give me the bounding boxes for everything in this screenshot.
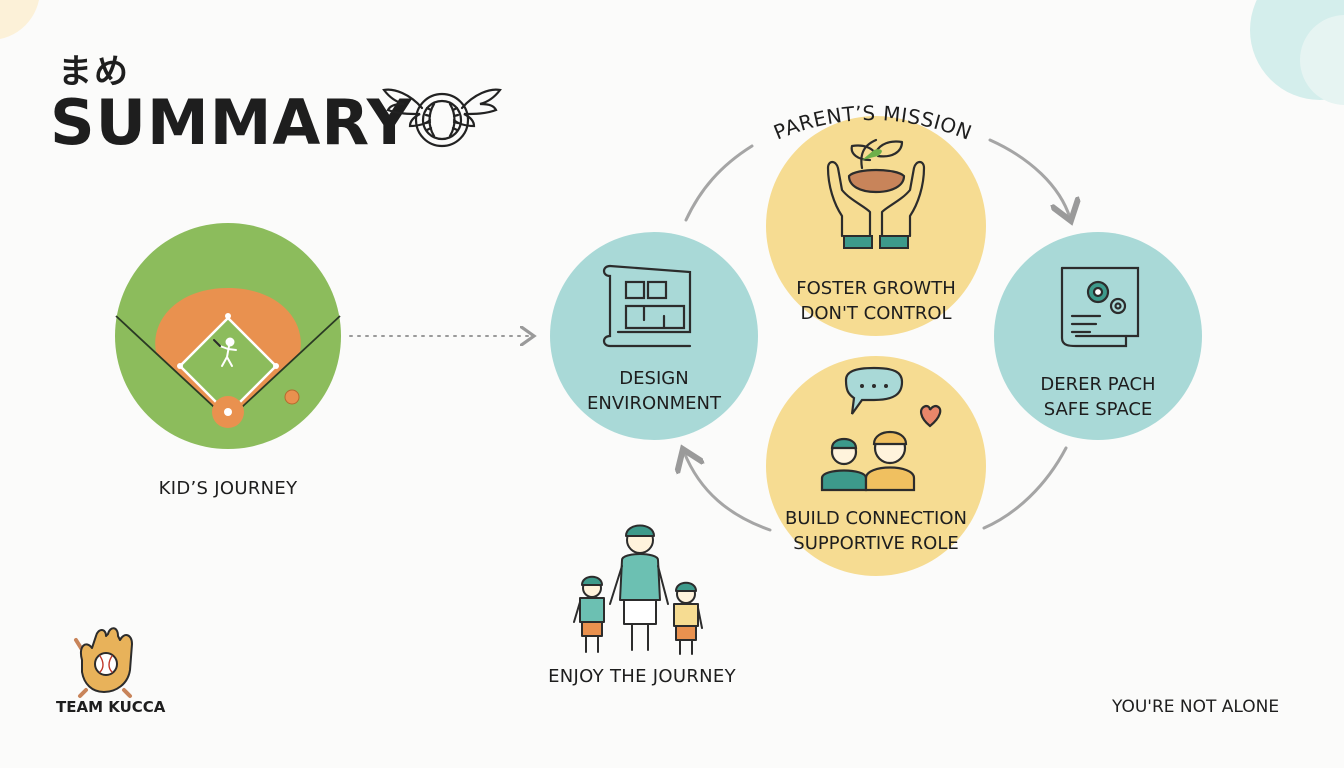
hands-sprout-icon [826,138,926,238]
settings-document-icon [1060,266,1140,348]
parents-mission-label: PARENT’S MISSION [770,101,975,145]
family-icon [573,524,703,655]
mission-arc-text: PARENT’S MISSION [770,101,975,145]
enjoy-journey-label: ENJOY THE JOURNEY [548,666,736,687]
design-environment-circle [550,232,758,440]
foster-line1: FOSTER GROWTH [796,278,956,299]
connect-line2: SUPPORTIVE ROLE [793,533,959,554]
foster-growth-circle [766,116,986,336]
baseball-glove-icon [74,627,133,698]
safe-line2: SAFE SPACE [1043,399,1153,420]
foster-growth-label: FOSTER GROWTH DON'T CONTROL [776,276,976,326]
svg-text:PARENT’S MISSION: PARENT’S MISSION [770,101,975,145]
people-talking-icon [820,366,942,492]
foster-line2: DON'T CONTROL [800,303,952,324]
connect-line1: BUILD CONNECTION [785,508,967,529]
design-environment-label: DESIGN ENVIRONMENT [554,366,754,416]
tagline: YOU'RE NOT ALONE [1112,697,1280,717]
build-connection-label: BUILD CONNECTION SUPPORTIVE ROLE [766,506,986,556]
header-kana: まめ [58,52,130,92]
kids-journey-label: KID’S JOURNEY [158,478,298,499]
design-line2: ENVIRONMENT [587,393,721,414]
safe-line1: DERER PACH [1040,374,1156,395]
blueprint-icon [602,264,692,348]
page-title: SUMMARY [50,86,413,159]
safe-space-label: DERER PACH SAFE SPACE [998,372,1198,422]
team-name: TEAM KUCCA [56,698,166,716]
baseball-field-icon [115,223,341,449]
design-line1: DESIGN [619,368,689,389]
winged-baseball-icon [382,88,502,148]
